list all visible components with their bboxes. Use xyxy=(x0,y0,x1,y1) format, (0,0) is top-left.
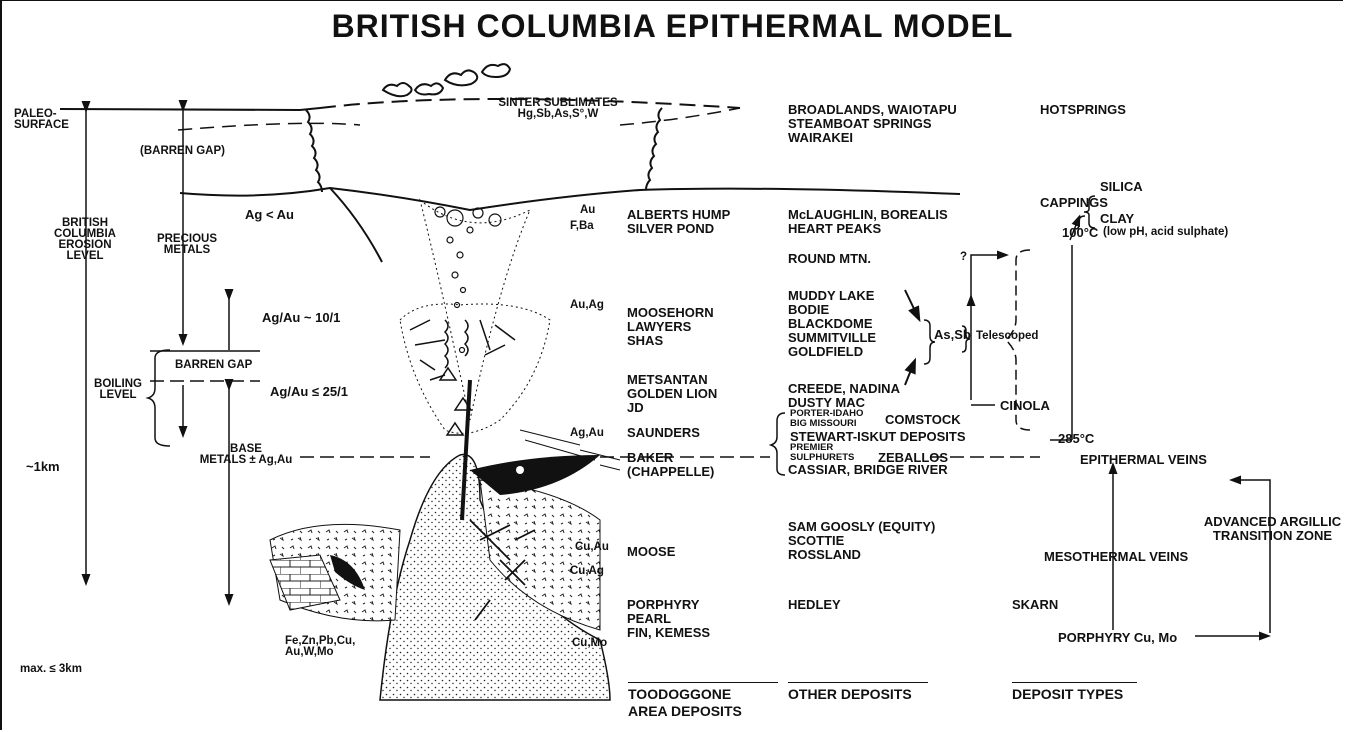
deposit-moose: MOOSE xyxy=(627,545,675,559)
breccia-pipe xyxy=(420,200,530,420)
skarn-metals-label: Fe,Zn,Pb,Cu, Au,W,Mo xyxy=(285,636,355,658)
max-3km-label: max. ≤ 3km xyxy=(20,664,82,675)
deposit-muddy-lake: MUDDY LAKE BODIE BLACKDOME SUMMITVILLE G… xyxy=(788,289,876,359)
deposit-comstock: COMSTOCK xyxy=(885,413,961,427)
type-mesothermal-veins: MESOTHERMAL VEINS xyxy=(1044,550,1188,564)
metal-f-ba: F,Ba xyxy=(570,221,594,232)
paleosurface-line xyxy=(60,108,320,110)
deposit-metsantan: METSANTAN GOLDEN LION JD xyxy=(627,373,717,415)
barren-gap-upper-label: (BARREN GAP) xyxy=(140,146,225,157)
telescoped-label: Telescoped xyxy=(976,331,1038,342)
one-km-label: ~1km xyxy=(26,460,60,474)
metal-cu-au: Cu,Au xyxy=(575,542,609,553)
deposit-hedley: HEDLEY xyxy=(788,598,841,612)
type-skarn: SKARN xyxy=(1012,598,1058,612)
deposit-mclaughlin: McLAUGHLIN, BOREALIS HEART PEAKS xyxy=(788,208,948,236)
crater-wall-left xyxy=(306,110,322,192)
deposit-porter-idaho: PORTER-IDAHO BIG MISSOURI xyxy=(790,409,863,429)
temp-100: 100°C xyxy=(1062,226,1098,240)
type-porphyry-cu-mo: PORPHYRY Cu, Mo xyxy=(1058,631,1177,645)
metal-cu-mo: Cu,Mo xyxy=(572,638,607,649)
deposit-cassiar: CASSIAR, BRIDGE RIVER xyxy=(788,463,948,477)
ag-au-25-label: Ag/Au ≤ 25/1 xyxy=(270,385,348,399)
boiling-level-label: BOILING LEVEL xyxy=(88,379,148,401)
base-metals-label: BASE METALS ± Ag,Au xyxy=(196,444,296,466)
metal-ag-au: Ag,Au xyxy=(570,428,604,439)
paleo-surface-label: PALEO- SURFACE xyxy=(14,109,69,131)
deposit-cinola: CINOLA xyxy=(1000,399,1050,413)
type-epithermal-veins: EPITHERMAL VEINS xyxy=(1080,453,1207,467)
deposit-alberts-hump: ALBERTS HUMP SILVER POND xyxy=(627,208,730,236)
type-advanced-argillic: ADVANCED ARGILLIC TRANSITION ZONE xyxy=(1200,515,1345,543)
deposit-porphyry: PORPHYRY PEARL FIN, KEMESS xyxy=(627,598,710,640)
deposit-broadlands: BROADLANDS, WAIOTAPU STEAMBOAT SPRINGS W… xyxy=(788,103,957,145)
clay-note: (low pH, acid sulphate) xyxy=(1103,227,1228,238)
deposit-baker: BAKER (CHAPPELLE) xyxy=(627,451,714,479)
crater-wall-right xyxy=(646,108,662,190)
type-cappings: CAPPINGS xyxy=(1040,196,1108,210)
deposit-sam-goosly: SAM GOOSLY (EQUITY) SCOTTIE ROSSLAND xyxy=(788,520,935,562)
question-mark: ? xyxy=(960,252,967,263)
ag-au-10-label: Ag/Au ~ 10/1 xyxy=(262,311,340,325)
deposit-moosehorn: MOOSEHORN LAWYERS SHAS xyxy=(627,306,714,348)
erosion-level-label: BRITISH COLUMBIA EROSION LEVEL xyxy=(52,218,118,262)
toodoggone-header: TOODOGGONE AREA DEPOSITS xyxy=(628,686,742,720)
deposit-premier: PREMIER SULPHURETS xyxy=(790,443,854,463)
sinter-label: SINTER SUBLIMATES Hg,Sb,As,S°,W xyxy=(478,98,638,120)
metal-au-ag: Au,Ag xyxy=(570,300,604,311)
metal-au: Au xyxy=(580,205,595,216)
deposit-round-mtn: ROUND MTN. xyxy=(788,252,871,266)
type-hotsprings: HOTSPRINGS xyxy=(1040,103,1126,117)
cloud-icons xyxy=(383,64,510,96)
temp-285: 285°C xyxy=(1058,432,1094,446)
as-sb-label: As,Sb xyxy=(934,328,971,342)
other-deposits-header: OTHER DEPOSITS xyxy=(788,686,912,703)
type-clay: CLAY xyxy=(1100,212,1134,226)
precious-metals-label: PRECIOUS METALS xyxy=(148,234,226,256)
deposit-types-header: DEPOSIT TYPES xyxy=(1012,686,1123,703)
metal-cu-ag: Cu,Ag xyxy=(570,566,604,577)
barren-gap-label: BARREN GAP xyxy=(175,360,252,371)
type-silica: SILICA xyxy=(1100,180,1143,194)
deposit-creede: CREEDE, NADINA DUSTY MAC xyxy=(788,382,900,410)
ag-lt-au-label: Ag < Au xyxy=(245,208,294,222)
deposit-saunders: SAUNDERS xyxy=(627,426,700,440)
